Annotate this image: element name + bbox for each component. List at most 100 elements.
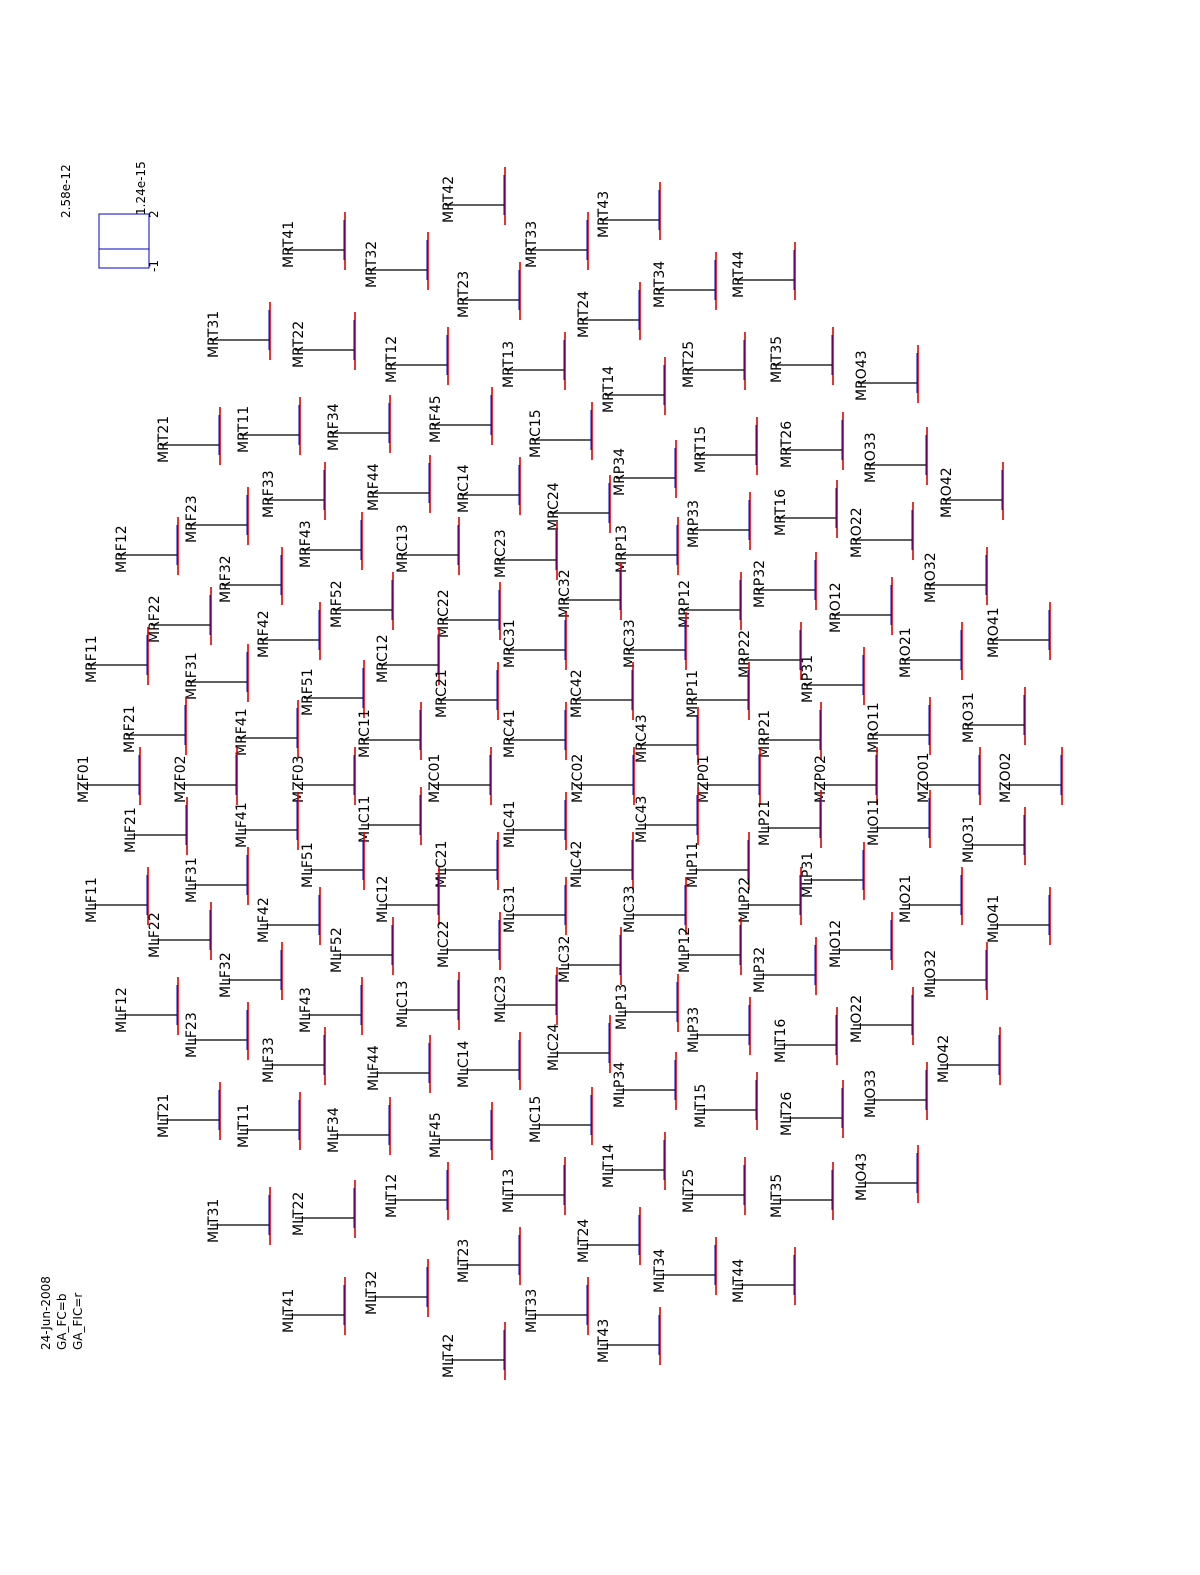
sensor-label: MRF43 bbox=[298, 520, 314, 568]
sensor-mrf52: MRF52 bbox=[329, 572, 394, 630]
sensor-label: MLO42 bbox=[936, 1035, 952, 1083]
sensor-mlp32: MLP32 bbox=[752, 937, 817, 995]
sensor-mlc43: MLC43 bbox=[634, 787, 699, 845]
sensor-mlc22: MLC22 bbox=[436, 912, 501, 970]
sensor-mlc12: MLC12 bbox=[375, 867, 440, 925]
sensor-label: MZO01 bbox=[916, 752, 932, 803]
sensor-mlc33: MLC33 bbox=[622, 877, 687, 935]
sensor-label: MRT44 bbox=[731, 251, 747, 298]
sensor-label: MLT13 bbox=[501, 1169, 517, 1213]
sensor-label: MRC21 bbox=[434, 669, 450, 718]
sensor-mro31: MRO31 bbox=[961, 687, 1026, 745]
sensor-mro11: MRO11 bbox=[866, 697, 931, 755]
sensor-mro21: MRO21 bbox=[898, 622, 963, 680]
sensor-mlt31: MLT31 bbox=[206, 1187, 271, 1245]
sensor-mrt34: MRT34 bbox=[652, 252, 717, 310]
sensor-mzf02: MZF02 bbox=[173, 747, 238, 805]
sensor-mlt23: MLT23 bbox=[456, 1227, 521, 1285]
sensor-mrf51: MRF51 bbox=[300, 660, 365, 718]
sensor-mlt11: MLT11 bbox=[236, 1092, 301, 1150]
sensor-mrc23: MRC23 bbox=[493, 522, 558, 580]
sensor-mrp22: MRP22 bbox=[737, 622, 802, 680]
sensor-label: MRP11 bbox=[685, 670, 701, 718]
sensor-label: MRF52 bbox=[329, 580, 345, 628]
sensor-mlf22: MLF22 bbox=[147, 902, 212, 960]
sensor-mlf33: MLF33 bbox=[261, 1027, 326, 1085]
sensor-mrf45: MRF45 bbox=[428, 387, 493, 445]
sensor-label: MRT15 bbox=[693, 426, 709, 473]
sensor-mrc15: MRC15 bbox=[528, 402, 593, 460]
sensor-mro33: MRO33 bbox=[863, 427, 928, 485]
sensor-mlf41: MLF41 bbox=[234, 792, 299, 850]
sensor-mrc43: MRC43 bbox=[634, 707, 699, 765]
sensor-mrc14: MRC14 bbox=[456, 457, 521, 515]
sensor-mlt33: MLT33 bbox=[524, 1277, 589, 1335]
sensor-mrf22: MRF22 bbox=[147, 587, 212, 645]
sensor-mro22: MRO22 bbox=[849, 502, 914, 560]
sensor-label: MLP34 bbox=[612, 1062, 628, 1108]
sensor-label: MLP31 bbox=[800, 852, 816, 898]
sensor-label: MRT12 bbox=[384, 336, 400, 383]
sensor-mlf31: MLF31 bbox=[184, 847, 249, 905]
sensor-label: MRT21 bbox=[156, 416, 172, 463]
sensor-mlf12: MLF12 bbox=[114, 977, 179, 1035]
sensor-mlf51: MLF51 bbox=[300, 832, 365, 890]
sensor-label: MRT14 bbox=[601, 366, 617, 413]
sensor-mzp02: MZP02 bbox=[813, 747, 878, 805]
sensor-mrf21: MRF21 bbox=[122, 697, 187, 755]
sensor-mrf34: MRF34 bbox=[326, 395, 391, 453]
sensor-mlc11: MLC11 bbox=[357, 787, 422, 845]
sensor-label: MRF23 bbox=[184, 495, 200, 543]
sensor-label: MLF34 bbox=[326, 1107, 342, 1153]
sensor-label: MRP22 bbox=[737, 630, 753, 678]
sensor-mrt15: MRT15 bbox=[693, 417, 758, 475]
sensor-mrt33: MRT33 bbox=[524, 212, 589, 270]
sensor-label: MRT13 bbox=[501, 341, 517, 388]
sensor-label: MLT12 bbox=[384, 1174, 400, 1218]
sensor-mlf42: MLF42 bbox=[256, 887, 321, 945]
sensor-label: MRP12 bbox=[677, 580, 693, 628]
sensor-label: MRC13 bbox=[395, 524, 411, 573]
sensor-label: MRT33 bbox=[524, 221, 540, 268]
sensor-label: MLC41 bbox=[502, 801, 518, 848]
sensor-label: MRF11 bbox=[84, 635, 100, 683]
sensor-label: MLO32 bbox=[923, 950, 939, 998]
sensor-label: MLP22 bbox=[737, 877, 753, 923]
sensor-label: MLC33 bbox=[622, 886, 638, 933]
sensor-label: MLT42 bbox=[441, 1334, 457, 1378]
sensor-label: MLF41 bbox=[234, 802, 250, 848]
sensor-label: MLT43 bbox=[596, 1319, 612, 1363]
sensor-label: MRO41 bbox=[986, 607, 1002, 658]
sensor-label: MLT34 bbox=[652, 1249, 668, 1293]
sensor-label: MZF03 bbox=[291, 755, 307, 803]
sensor-label: MLT11 bbox=[236, 1104, 252, 1148]
sensor-mlt34: MLT34 bbox=[652, 1237, 717, 1295]
sensor-mrc33: MRC33 bbox=[622, 612, 687, 670]
sensor-mlf44: MLF44 bbox=[366, 1035, 431, 1093]
sensor-label: MRT34 bbox=[652, 261, 668, 308]
sensor-label: MLT22 bbox=[291, 1192, 307, 1236]
sensor-label: MLC11 bbox=[357, 796, 373, 843]
sensor-mlt13: MLT13 bbox=[501, 1157, 566, 1215]
sensor-label: MRP13 bbox=[614, 525, 630, 573]
sensor-mlf32: MLF32 bbox=[218, 942, 283, 1000]
sensor-mrt12: MRT12 bbox=[384, 327, 449, 385]
sensor-label: MZO02 bbox=[998, 752, 1014, 803]
sensor-label: MLC32 bbox=[557, 936, 573, 983]
sensor-mrf44: MRF44 bbox=[366, 455, 431, 513]
sensor-mrt22: MRT22 bbox=[291, 312, 356, 370]
sensor-mrp33: MRP33 bbox=[686, 492, 751, 550]
sensor-label: MLO12 bbox=[828, 920, 844, 968]
sensor-mrp13: MRP13 bbox=[614, 517, 679, 575]
sensor-mrc13: MRC13 bbox=[395, 517, 460, 575]
sensor-mlc42: MLC42 bbox=[569, 832, 634, 890]
sensor-mrf11: MRF11 bbox=[84, 627, 149, 685]
scale-max-tick: 2 bbox=[147, 210, 161, 218]
sensor-label: MLP21 bbox=[757, 800, 773, 846]
sensor-mlp22: MLP22 bbox=[737, 867, 802, 925]
sensor-label: MLT41 bbox=[281, 1289, 297, 1333]
sensor-mrp21: MRP21 bbox=[757, 702, 822, 760]
sensor-label: MRO42 bbox=[939, 467, 955, 518]
sensor-mlc15: MLC15 bbox=[528, 1087, 593, 1145]
